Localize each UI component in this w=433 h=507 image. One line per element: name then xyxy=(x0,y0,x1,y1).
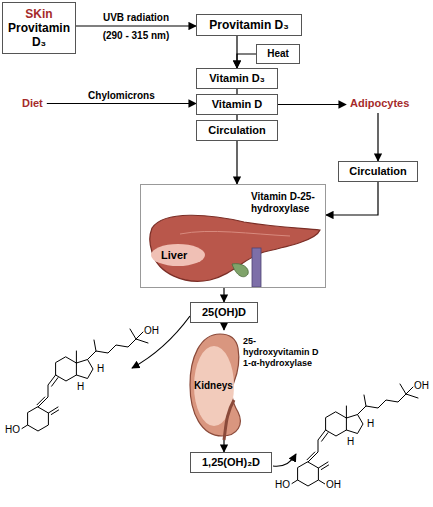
flow-arrow xyxy=(47,103,196,104)
node-text: Vitamin D₃ xyxy=(201,72,273,85)
node-text: Provitamin D₃ xyxy=(7,21,71,49)
flow-arrow xyxy=(223,323,224,330)
molecule-125ohd xyxy=(292,384,418,486)
flow-arrow xyxy=(237,54,256,68)
process-box: Vitamin D₃ xyxy=(196,68,278,89)
liver-highlight xyxy=(151,244,205,266)
process-box: Circulation xyxy=(338,161,418,182)
node-text: SKin xyxy=(7,7,71,21)
liver-shape xyxy=(150,215,320,281)
atom-label: HO xyxy=(275,479,290,490)
process-box: 25(OH)D xyxy=(190,302,258,323)
process-box: Provitamin D₃ xyxy=(196,14,302,36)
atom-label: H xyxy=(77,381,84,392)
kidney-shape xyxy=(190,334,240,436)
liver-lobe-line xyxy=(180,231,290,236)
curved-arrow xyxy=(273,454,296,466)
liver-drawing xyxy=(150,215,320,287)
organ-region: 25-hydroxyvitamin D 1-α-hydroxylaseKidne… xyxy=(186,330,320,440)
process-box: 1,25(OH)₂D xyxy=(190,452,272,473)
flow-arrow xyxy=(377,113,378,161)
flow-arrow xyxy=(278,104,346,105)
node-text: Adipocytes xyxy=(350,97,409,110)
wavelength-note: (290 - 315 nm) xyxy=(103,30,170,41)
skin-box: SKinProvitamin D₃ xyxy=(2,2,76,54)
atom-label: OH xyxy=(414,380,429,391)
node-text: Provitamin D₃ xyxy=(201,18,297,32)
gallbladder xyxy=(232,264,248,277)
node-text: Circulation xyxy=(201,124,273,137)
atom-label: H xyxy=(97,363,104,374)
node-text: 25-hydroxyvitamin D 1-α-hydroxylase xyxy=(243,336,320,369)
ureter xyxy=(224,400,234,440)
atom-label: OH xyxy=(144,325,159,336)
flow-arrow xyxy=(223,288,224,302)
edge-label: Chylomicrons xyxy=(87,90,156,102)
atom-label: OH xyxy=(326,479,341,490)
node-text: 1,25(OH)₂D xyxy=(195,456,267,469)
flow-arrow xyxy=(76,25,196,26)
source-label: Diet xyxy=(18,94,47,113)
organ-frame: Vitamin D-25-hydroxylaseLiver xyxy=(140,184,326,288)
atom-label: H xyxy=(347,436,354,447)
node-text: Vitamin D xyxy=(201,98,273,111)
hydroxyl-bond xyxy=(318,480,325,484)
flow-arrow xyxy=(223,440,224,452)
source-label: Adipocytes xyxy=(346,94,413,113)
curved-arrow xyxy=(132,316,190,368)
edge-label: UVB radiation xyxy=(102,12,170,24)
node-text: Kidneys xyxy=(194,380,233,392)
atom-label: H xyxy=(367,418,374,429)
flow-arrow xyxy=(236,141,237,184)
node-text: Heat xyxy=(261,48,295,60)
node-text: Circulation xyxy=(343,165,413,178)
node-text: Diet xyxy=(22,97,43,110)
process-box: Circulation xyxy=(196,120,278,141)
node-text: Vitamin D-25-hydroxylase xyxy=(251,191,323,215)
process-box: Vitamin D xyxy=(196,94,278,115)
node-text: 25(OH)D xyxy=(195,306,253,319)
flow-arrow xyxy=(326,182,378,215)
process-box: Heat xyxy=(256,44,300,64)
atom-label: HO xyxy=(5,424,20,435)
molecule-25ohd xyxy=(22,329,148,431)
node-text: Liver xyxy=(161,249,187,262)
vena-cava xyxy=(252,248,261,287)
kidney-drawing xyxy=(190,334,240,440)
